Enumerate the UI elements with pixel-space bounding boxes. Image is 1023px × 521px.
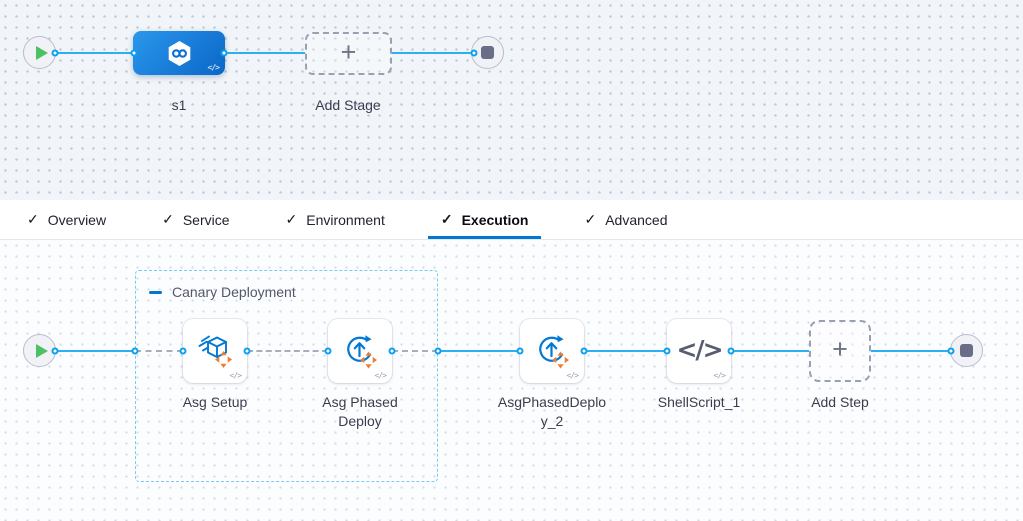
tab-label: Overview: [47, 211, 107, 228]
connector-port: [470, 49, 478, 57]
connector-line: [438, 350, 520, 352]
collapse-group-icon[interactable]: [149, 290, 162, 294]
stage-canvas: </> + s1 Add Stage: [0, 0, 1023, 200]
tab-service[interactable]: ✓ Service: [149, 200, 242, 239]
phased-deploy-icon: [539, 335, 569, 369]
step-group-title: Canary Deployment: [172, 284, 296, 300]
asg-setup-icon: [198, 335, 232, 368]
move-arrows-icon: [360, 351, 377, 369]
plus-icon: +: [340, 36, 357, 67]
check-icon: ✓: [162, 211, 174, 227]
move-arrows-icon: [215, 351, 232, 368]
add-step-button[interactable]: +: [809, 320, 871, 382]
shell-script-icon: </>: [676, 334, 723, 364]
add-stage-label: Add Stage: [315, 97, 381, 113]
connector-port: [243, 347, 251, 355]
plus-icon: +: [832, 334, 848, 364]
connector-port: [130, 49, 138, 57]
stop-icon: [481, 46, 494, 59]
play-icon: [35, 343, 48, 358]
tab-advanced[interactable]: ✓ Advanced: [571, 200, 680, 239]
tab-overview[interactable]: ✓ Overview: [14, 200, 119, 239]
code-badge-icon: </>: [207, 62, 220, 72]
tab-environment[interactable]: ✓ Environment: [273, 200, 398, 239]
check-icon: ✓: [27, 211, 39, 227]
check-icon: ✓: [285, 211, 298, 227]
connector-port: [131, 347, 139, 355]
connector-port: [516, 347, 524, 355]
connector-line: [871, 350, 951, 352]
execution-end-node: [950, 334, 983, 367]
connector-port: [51, 49, 59, 57]
connector-port: [179, 347, 187, 355]
connector-line-dashed: [247, 350, 328, 352]
connector-line: [54, 52, 135, 54]
pipeline-end-node: [471, 36, 504, 69]
tab-execution[interactable]: ✓ Execution: [427, 200, 542, 239]
connector-line: [56, 350, 135, 352]
step-group-header: Canary Deployment: [149, 284, 296, 300]
connector-port: [947, 347, 955, 355]
connector-line: [731, 350, 809, 352]
phased-deploy-icon: [347, 335, 377, 369]
execution-start-node: [23, 334, 56, 367]
stage-node-s1[interactable]: </>: [133, 31, 225, 75]
code-badge-icon: </>: [566, 370, 579, 380]
tab-label: Advanced: [605, 211, 668, 228]
harness-stage-icon: [168, 40, 190, 66]
step-node-asg-phased-deploy[interactable]: </>: [328, 319, 392, 383]
step-label: Asg Setup: [182, 394, 248, 410]
connector-port: [388, 347, 396, 355]
move-arrows-icon: [552, 351, 569, 369]
stop-icon: [960, 344, 973, 357]
connector-port: [580, 347, 588, 355]
connector-line-dashed: [392, 350, 438, 352]
play-icon: [35, 45, 48, 60]
add-step-label: Add Step: [811, 394, 869, 410]
stage-config-tabbar: ✓ Overview ✓ Service ✓ Environment ✓ Exe…: [0, 200, 1023, 240]
step-node-shellscript-1[interactable]: </> </>: [667, 319, 731, 383]
connector-line: [392, 52, 474, 54]
pipeline-start-node: [23, 36, 56, 69]
connector-line: [584, 350, 667, 352]
step-label: Asg Phased Deploy: [322, 394, 398, 429]
stage-label: s1: [171, 97, 187, 113]
connector-port: [434, 347, 442, 355]
connector-line: [225, 52, 305, 54]
code-badge-icon: </>: [713, 370, 726, 380]
connector-port: [51, 347, 59, 355]
tab-label: Environment: [306, 211, 385, 228]
step-node-asg-setup[interactable]: </>: [183, 319, 247, 383]
tab-label: Execution: [461, 211, 529, 228]
tab-label: Service: [182, 211, 230, 228]
connector-port: [220, 49, 228, 57]
step-group-canary-deployment: [135, 270, 438, 482]
step-node-asgphaseddeploy-2[interactable]: </>: [520, 319, 584, 383]
code-badge-icon: </>: [229, 370, 242, 380]
step-label: ShellScript_1: [657, 394, 741, 410]
connector-port: [663, 347, 671, 355]
connector-port: [324, 347, 332, 355]
connector-port: [727, 347, 735, 355]
check-icon: ✓: [440, 211, 453, 227]
step-label: AsgPhasedDeploy_2: [497, 394, 607, 429]
connector-line-dashed: [135, 350, 183, 352]
add-stage-button[interactable]: +: [305, 32, 392, 75]
check-icon: ✓: [584, 211, 597, 227]
code-badge-icon: </>: [374, 370, 387, 380]
